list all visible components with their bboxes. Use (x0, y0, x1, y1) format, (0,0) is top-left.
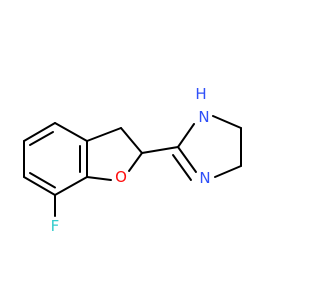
bond-c3a-c4 (54, 122, 88, 142)
benzene-ring (23, 122, 88, 196)
amine-nitrogen-label: N (198, 108, 209, 126)
bond-c3-c2 (120, 127, 143, 154)
bond-c2-c2prime (141, 146, 179, 154)
bond-c3a-c3 (86, 127, 122, 142)
dihydrofuran-ring (86, 127, 143, 181)
bond-c5-c5-inner (29, 131, 54, 146)
structure-diagram: F O H N N (23, 85, 242, 235)
bond-c2prime-n1 (177, 123, 195, 148)
bond-n1-c5prime (212, 115, 242, 129)
bond-c6-c7 (23, 176, 56, 196)
bond-c6-c7-inner (29, 172, 56, 189)
bond-c4-c5 (23, 122, 56, 142)
imine-nitrogen-label: N (199, 169, 210, 187)
imidazoline-ring (172, 115, 242, 181)
amine-hydrogen-label: H (195, 85, 206, 103)
bond-o1-c7a (86, 176, 112, 181)
ring-oxygen-label: O (115, 168, 127, 186)
fluorine-label: F (51, 217, 60, 235)
bond-n3-c2prime-double (172, 154, 192, 181)
bond-c7-c7a (54, 176, 88, 196)
bond-c2-o1 (128, 152, 143, 172)
bond-c4prime-n3 (214, 165, 242, 178)
bond-n3-c2prime (177, 146, 197, 173)
